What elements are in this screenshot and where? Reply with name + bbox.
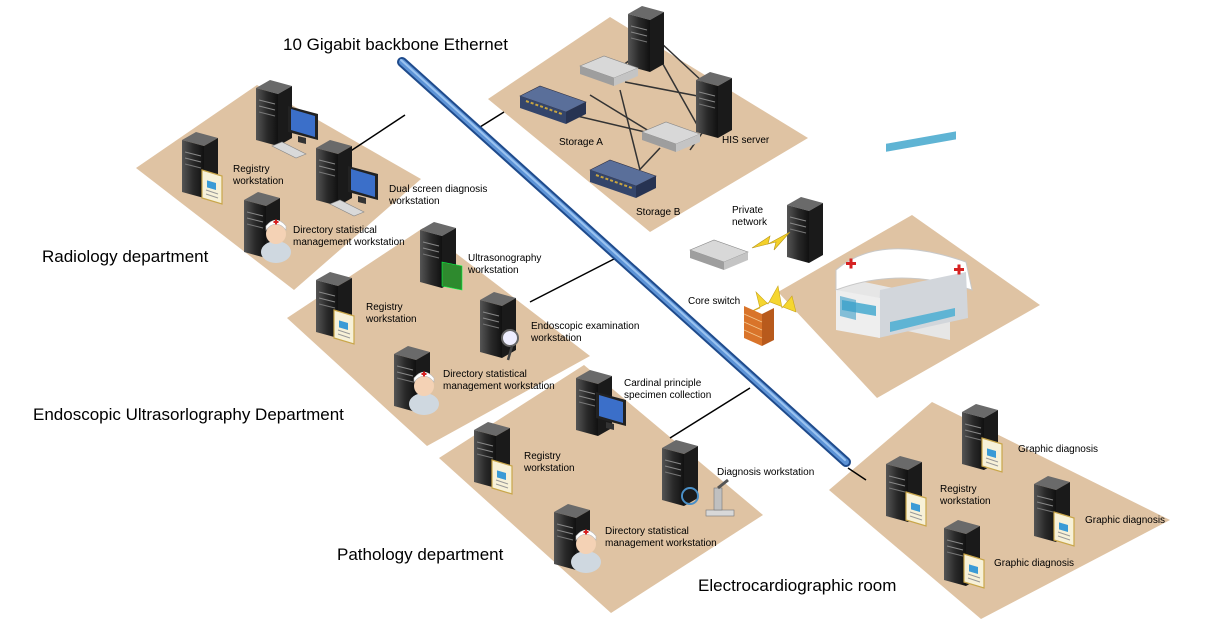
link-ecg xyxy=(847,467,867,481)
storage-a-label: Storage A xyxy=(559,137,603,148)
endo-registry-label: Registry workstation xyxy=(366,302,417,325)
path-registry-label: Registry workstation xyxy=(524,451,575,474)
hospital-building-icon xyxy=(835,131,973,340)
path-registry-doc xyxy=(491,459,513,495)
endo-exam-label: Endoscopic examination workstation xyxy=(531,321,640,344)
link-datacenter xyxy=(479,111,505,128)
storage-b-label: Storage B xyxy=(636,207,681,218)
ecg-graphic-doc-3 xyxy=(963,553,985,589)
path-directory-label: Directory statistical management worksta… xyxy=(605,526,717,549)
ecg-graphic-doc-2 xyxy=(1053,511,1075,547)
floor-ecg xyxy=(829,402,1170,619)
floor-datacenter xyxy=(488,17,808,232)
ecg-graphic-label-3: Graphic diagnosis xyxy=(994,558,1075,569)
endo-registry-doc xyxy=(333,309,355,345)
core-switch-label: Core switch xyxy=(688,296,741,307)
path-specimen-label: Cardinal principle specimen collection xyxy=(624,378,712,401)
ecg-graphic-label-2: Graphic diagnosis xyxy=(1085,515,1166,526)
radiology-dual-server xyxy=(315,139,353,207)
firewall-icon xyxy=(743,285,797,346)
ecg-registry-label: Registry workstation xyxy=(940,484,991,507)
his-server-label: HIS server xyxy=(722,135,770,146)
link-pathology xyxy=(669,387,751,439)
rack-server-top xyxy=(627,5,665,73)
radiology-directory-label: Directory statistical management worksta… xyxy=(293,225,405,248)
floor-pathology xyxy=(439,365,763,613)
endo-ultrasound-screen-icon xyxy=(441,261,463,291)
radiology-department-title: Radiology department xyxy=(42,247,209,266)
link-endoscopic xyxy=(529,258,615,303)
ecg-graphic-doc-1 xyxy=(981,437,1003,473)
path-diagnosis-label: Diagnosis workstation xyxy=(717,467,815,478)
magnifier-icon xyxy=(501,329,519,361)
stethoscope-icon xyxy=(681,487,699,505)
his-server-device xyxy=(695,71,733,139)
lightning-link-icon xyxy=(751,231,791,251)
floor-endoscopic xyxy=(287,228,590,446)
backbone-pipe xyxy=(397,57,851,467)
radiology-dual-screen-label: Dual screen diagnosis workstation xyxy=(389,184,488,207)
private-network-server xyxy=(786,196,824,264)
backbone-title: 10 Gigabit backbone Ethernet xyxy=(283,35,508,54)
radiology-server-top xyxy=(255,79,293,147)
radiology-registry-doc xyxy=(201,169,223,205)
endo-ultrasonography-label: Ultrasonography workstation xyxy=(468,253,542,276)
radiology-registry-label: Registry workstation xyxy=(233,164,284,187)
ecg-graphic-label-1: Graphic diagnosis xyxy=(1018,444,1099,455)
pathology-department-title: Pathology department xyxy=(337,545,504,564)
private-network-label: Private network xyxy=(732,205,768,228)
endo-directory-label: Directory statistical management worksta… xyxy=(443,369,555,392)
ecg-room-title: Electrocardiographic room xyxy=(698,576,897,595)
microscope-icon xyxy=(705,478,735,517)
core-switch-device xyxy=(689,239,749,271)
ecg-registry-doc xyxy=(905,491,927,527)
endoscopic-department-title: Endoscopic Ultrasorlography Department xyxy=(33,405,344,424)
path-diagnosis-server xyxy=(661,439,699,507)
